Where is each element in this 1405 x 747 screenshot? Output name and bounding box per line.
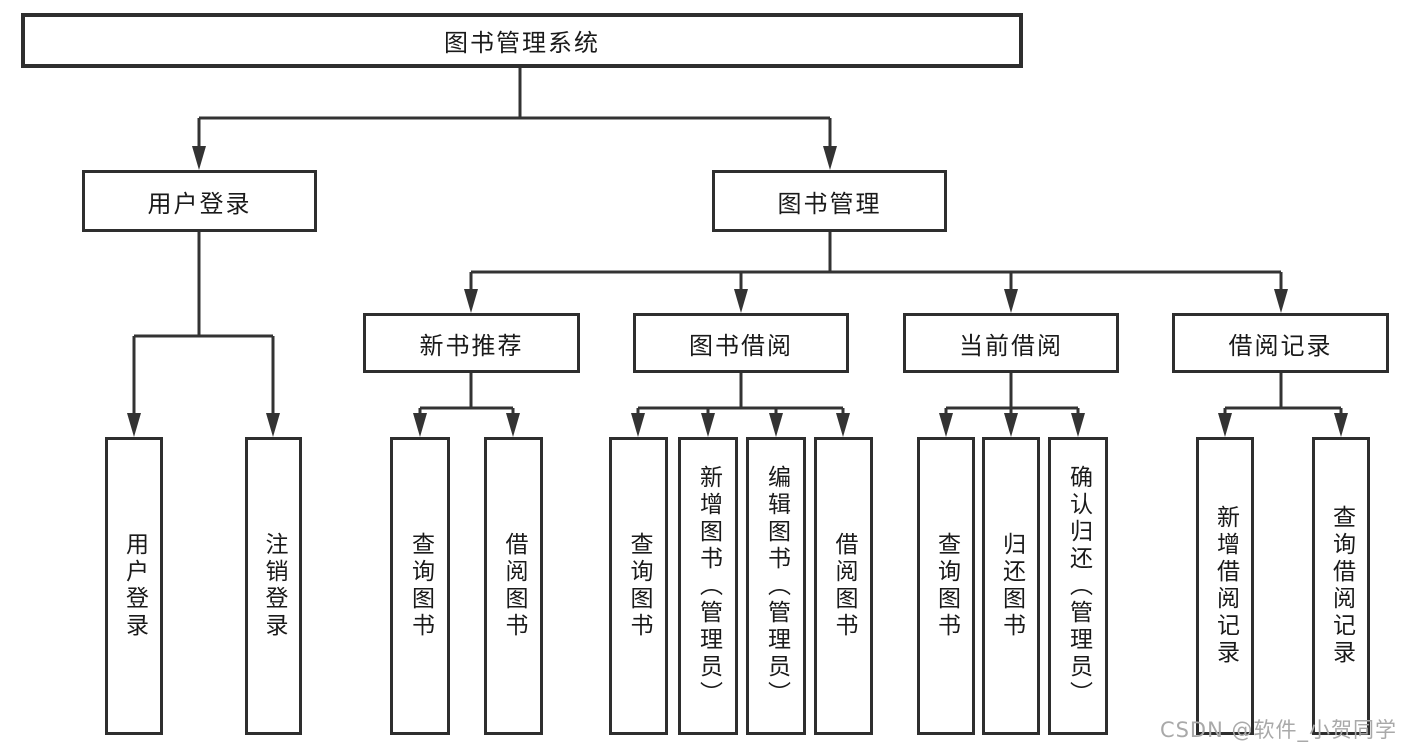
leaf-add-book-admin-label: 新增图书（管理员） bbox=[695, 464, 722, 708]
leaf-add-borrow-record-label: 新增借阅记录 bbox=[1212, 505, 1239, 667]
leaf-logout: 注销登录 bbox=[245, 437, 302, 735]
leaf-recommend-query-book-label: 查询图书 bbox=[407, 532, 434, 640]
arrowhead bbox=[769, 413, 783, 437]
arrowhead bbox=[464, 289, 478, 313]
node-borrow-record-label: 借阅记录 bbox=[1228, 331, 1333, 360]
arrowhead bbox=[1004, 289, 1018, 313]
node-root-label: 图书管理系统 bbox=[444, 29, 600, 57]
arrowhead bbox=[127, 413, 141, 437]
node-root-system: 图书管理系统 bbox=[21, 13, 1023, 68]
arrowhead bbox=[939, 413, 953, 437]
leaf-borrow-query-book: 查询图书 bbox=[609, 437, 668, 735]
node-current-borrow: 当前借阅 bbox=[903, 313, 1119, 373]
leaf-borrow-query-book-label: 查询图书 bbox=[626, 532, 652, 640]
leaf-return-book: 归还图书 bbox=[982, 437, 1040, 735]
leaf-return-book-label: 归还图书 bbox=[998, 532, 1025, 640]
leaf-query-borrow-record-label: 查询借阅记录 bbox=[1328, 505, 1355, 667]
arrowhead bbox=[823, 146, 837, 170]
node-new-book-recommend: 新书推荐 bbox=[363, 313, 580, 373]
leaf-recommend-borrow-book-label: 借阅图书 bbox=[501, 532, 527, 640]
leaf-recommend-query-book: 查询图书 bbox=[390, 437, 450, 735]
node-book-borrow: 图书借阅 bbox=[633, 313, 849, 373]
arrowhead bbox=[701, 413, 715, 437]
leaf-user-login-label: 用户登录 bbox=[121, 532, 148, 640]
connector-book-management-to-level3 bbox=[464, 232, 1288, 313]
arrowhead bbox=[1004, 413, 1018, 437]
leaf-recommend-borrow-book: 借阅图书 bbox=[484, 437, 543, 735]
node-book-management-label: 图书管理 bbox=[777, 189, 882, 218]
node-user-login: 用户登录 bbox=[82, 170, 317, 232]
leaf-borrow-book: 借阅图书 bbox=[814, 437, 873, 735]
leaf-borrow-book-label: 借阅图书 bbox=[831, 532, 857, 640]
leaf-logout-label: 注销登录 bbox=[261, 532, 287, 640]
node-book-borrow-label: 图书借阅 bbox=[689, 331, 793, 360]
arrowhead bbox=[413, 413, 427, 437]
node-new-book-recommend-label: 新书推荐 bbox=[419, 331, 524, 360]
leaf-confirm-return-admin-label: 确认归还（管理员） bbox=[1065, 464, 1092, 708]
arrowhead bbox=[1218, 413, 1232, 437]
leaf-add-book-admin: 新增图书（管理员） bbox=[678, 437, 738, 735]
leaf-edit-book-admin: 编辑图书（管理员） bbox=[746, 437, 806, 735]
node-user-login-label: 用户登录 bbox=[147, 189, 252, 218]
node-borrow-record: 借阅记录 bbox=[1172, 313, 1389, 373]
arrowhead bbox=[1274, 289, 1288, 313]
leaf-query-borrow-record: 查询借阅记录 bbox=[1312, 437, 1370, 735]
leaf-current-query-book: 查询图书 bbox=[917, 437, 975, 735]
leaf-current-query-book-label: 查询图书 bbox=[933, 532, 960, 640]
arrowhead bbox=[192, 146, 206, 170]
arrowhead bbox=[506, 413, 520, 437]
connector-new-book-recommend-to-leaves bbox=[413, 373, 520, 437]
leaf-add-borrow-record: 新增借阅记录 bbox=[1196, 437, 1254, 735]
leaf-user-login: 用户登录 bbox=[105, 437, 163, 735]
node-current-borrow-label: 当前借阅 bbox=[959, 331, 1063, 360]
arrowhead bbox=[734, 289, 748, 313]
connector-user-login-to-leaves bbox=[127, 232, 280, 437]
leaf-edit-book-admin-label: 编辑图书（管理员） bbox=[763, 464, 790, 708]
connector-borrow-record-to-leaves bbox=[1218, 373, 1348, 437]
arrowhead bbox=[1071, 413, 1085, 437]
arrowhead bbox=[836, 413, 850, 437]
node-book-management: 图书管理 bbox=[712, 170, 947, 232]
arrowhead bbox=[1334, 413, 1348, 437]
arrowhead bbox=[266, 413, 280, 437]
csdn-watermark: CSDN @软件_小贺同学 bbox=[1159, 718, 1397, 742]
connector-book-borrow-to-leaves bbox=[631, 373, 850, 437]
arrowhead bbox=[631, 413, 645, 437]
connector-root-to-level2 bbox=[192, 68, 837, 170]
connector-current-borrow-to-leaves bbox=[939, 373, 1085, 437]
leaf-confirm-return-admin: 确认归还（管理员） bbox=[1048, 437, 1108, 735]
